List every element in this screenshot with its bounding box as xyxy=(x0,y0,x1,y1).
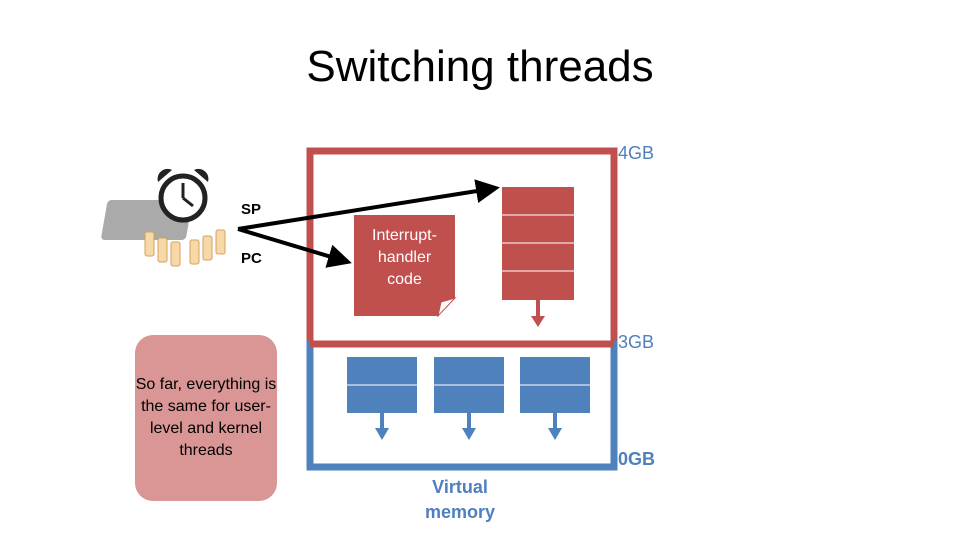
user-stack-3 xyxy=(520,357,590,440)
label-3gb: 3GB xyxy=(618,332,655,352)
interrupt-handler-line: code xyxy=(387,271,422,288)
slide-title: Switching threads xyxy=(306,42,654,91)
interrupt-handler-box xyxy=(354,215,455,316)
virtual-memory-line: Virtual xyxy=(432,477,488,497)
interrupt-handler-line: Interrupt- xyxy=(372,227,437,244)
interrupt-handler-label: Interrupt- handler code xyxy=(354,215,455,316)
pc-arrow xyxy=(237,227,352,268)
label-4gb: 4GB xyxy=(618,143,655,163)
user-stack-1 xyxy=(347,357,417,440)
alarm-clock-chip-icon xyxy=(101,168,226,267)
virtual-memory-label: Virtual memory xyxy=(400,475,520,525)
sp-arrow xyxy=(237,179,500,231)
kernel-stack xyxy=(502,187,574,327)
label-0gb: 0GB xyxy=(618,449,656,469)
label-pc: PC xyxy=(241,250,262,267)
callout-note-text: So far, everything is the same for user-… xyxy=(135,376,277,459)
label-sp: SP xyxy=(241,201,262,218)
user-stack-2 xyxy=(434,357,504,440)
callout-note: So far, everything is the same for user-… xyxy=(135,335,277,501)
interrupt-handler-line: handler xyxy=(377,249,432,266)
virtual-memory-line: memory xyxy=(424,502,496,522)
